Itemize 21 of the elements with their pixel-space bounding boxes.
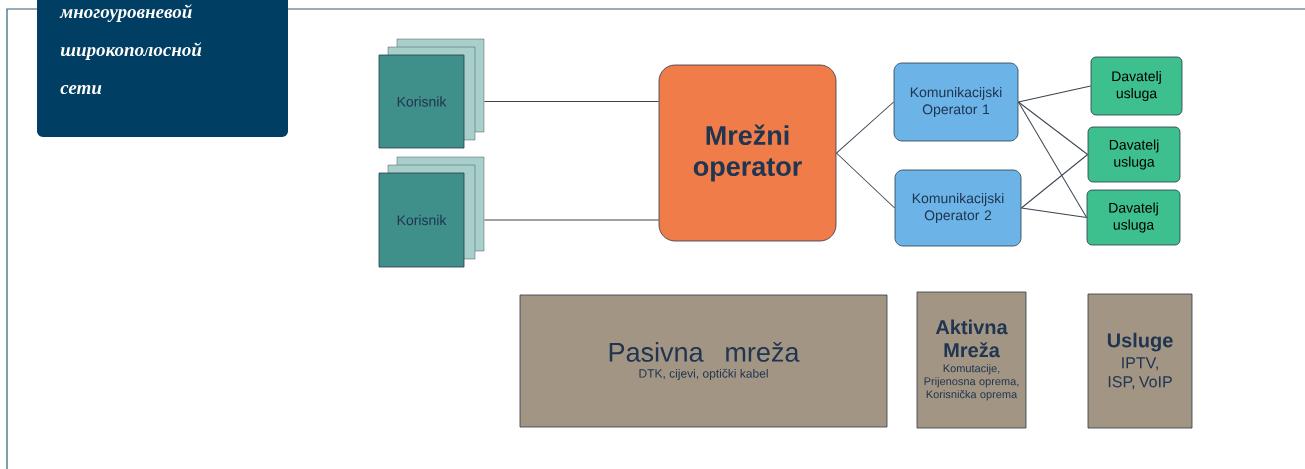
connector-line [483,219,660,221]
provider-box: Davatelj usluga [1090,56,1183,116]
layer-box: Aktivna Mreža Komutacije, Prijenosna oprema, Korisnička oprema [916,291,1027,429]
layer-box: Pasivna mreža DTK, cijevi, optički kabel [519,294,888,428]
provider-box: Davatelj usluga [1087,126,1181,183]
connector-line [835,152,896,209]
connector-line [1020,207,1088,218]
stacked-pages-box: Korisnik [378,38,485,149]
connector-line [483,101,660,102]
operator-box: Komunikacijski Operator 1 [893,62,1019,142]
provider-box: Davatelj usluga [1086,189,1181,246]
layer-box: Usluge IPTV, ISP, VoIP [1087,293,1193,429]
connector-line [835,101,895,154]
operator-box: Mrežni operator [658,64,837,242]
connector-line [1017,101,1088,218]
operator-box: Komunikacijski Operator 2 [894,169,1022,247]
connector-line [1020,154,1089,209]
heading: многоуровневой широкополосной сети [59,4,202,95]
connector-line [1017,101,1089,155]
connector-line [1017,85,1092,103]
stacked-pages-box: Korisnik [378,156,485,268]
